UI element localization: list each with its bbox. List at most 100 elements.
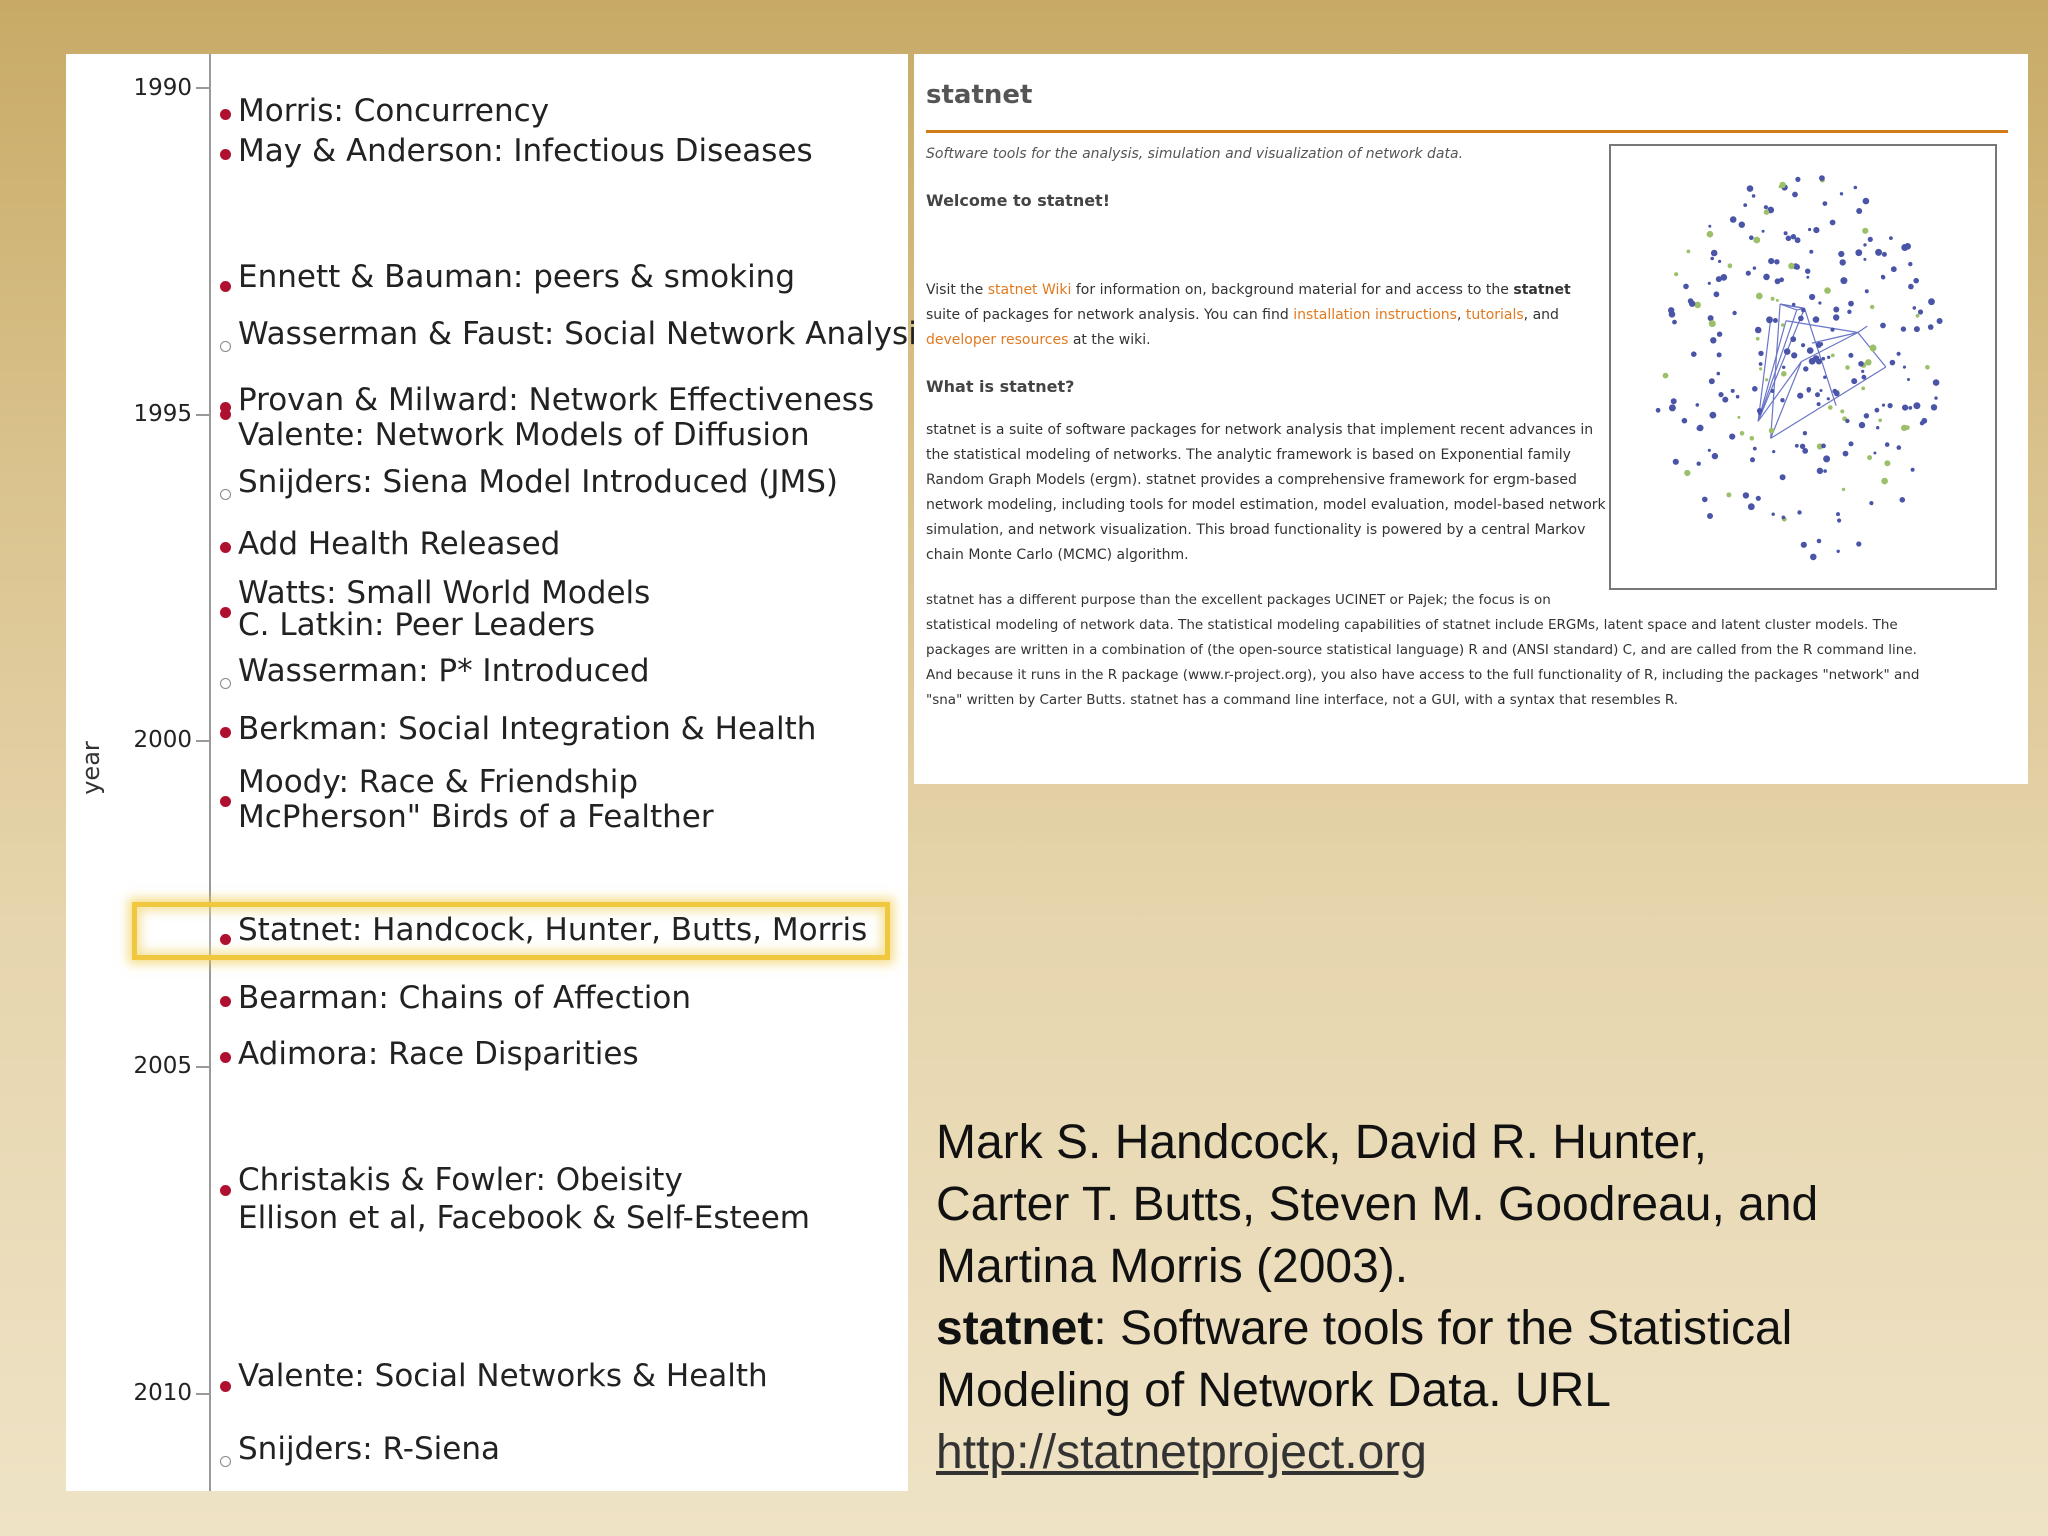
network-edge	[1780, 303, 1805, 309]
timeline-event: Snijders: Siena Model Introduced (JMS)	[220, 465, 838, 500]
network-node	[1884, 460, 1891, 467]
network-node	[1795, 176, 1801, 182]
network-node	[1880, 322, 1886, 329]
network-node	[1735, 394, 1740, 399]
network-node	[1827, 355, 1831, 359]
network-node	[1668, 311, 1676, 318]
paragraph-line: packages are written in a combination of…	[926, 642, 1917, 658]
network-node	[1840, 277, 1848, 285]
timeline-event: Morris: Concurrency	[220, 94, 549, 129]
event-label: Snijders: R-Siena	[238, 1431, 500, 1467]
network-node	[1808, 227, 1812, 232]
event-label: Valente: Network Models of Diffusion	[238, 417, 810, 453]
network-node	[1815, 392, 1820, 398]
network-node	[1672, 319, 1677, 325]
event-label: Moody: Race & Friendship	[238, 764, 639, 800]
event-marker	[220, 727, 231, 738]
paragraph-line: chain Monte Carlo (MCMC) algorithm.	[926, 547, 1189, 563]
network-node	[1763, 209, 1770, 215]
network-node	[1833, 314, 1840, 321]
text-run: suite of packages for network analysis. …	[926, 307, 1294, 323]
tutorials-link[interactable]: tutorials	[1465, 307, 1524, 323]
citation-text: : Software tools for the Statistical	[1093, 1302, 1793, 1355]
citation-block: Mark S. Handcock, David R. Hunter, Carte…	[936, 1112, 1996, 1484]
event-label: Adimora: Race Disparities	[238, 1036, 639, 1072]
network-node	[1934, 396, 1938, 400]
network-node	[1839, 192, 1844, 196]
network-node	[1881, 403, 1886, 407]
network-node	[1781, 371, 1787, 377]
event-marker	[220, 402, 231, 420]
network-node	[1887, 403, 1893, 409]
network-node	[1775, 298, 1779, 302]
event-label: May & Anderson: Infectious Diseases	[238, 133, 813, 169]
installation-link[interactable]: installation instructions	[1293, 307, 1457, 323]
network-node	[1865, 359, 1872, 366]
paragraph-line: statnet is a suite of software packages …	[926, 422, 1594, 438]
paragraph-line: statnet has a different purpose than the…	[926, 592, 1551, 608]
network-node	[1771, 512, 1775, 516]
statnet-url-link[interactable]: http://statnetproject.org	[936, 1426, 1427, 1479]
text-run: statnet	[1513, 282, 1571, 298]
network-node	[1758, 412, 1761, 416]
paragraph-line: And because it runs in the R package (ww…	[926, 667, 1920, 683]
network-node	[1681, 417, 1688, 424]
network-node	[1761, 229, 1765, 233]
network-node	[1756, 408, 1763, 414]
network-node	[1853, 185, 1858, 190]
network-node	[1841, 487, 1846, 492]
network-node	[1828, 405, 1833, 410]
network-node	[1913, 277, 1919, 284]
event-label: Bearman: Chains of Affection	[238, 980, 692, 1016]
network-node	[1819, 342, 1824, 347]
statnet-highlight-box	[132, 902, 890, 960]
statnet-webpage-screenshot: statnet Software tools for the analysis,…	[914, 54, 2028, 784]
year-label: 2005	[133, 1053, 192, 1079]
network-node	[1856, 541, 1862, 547]
network-node	[1917, 309, 1924, 315]
network-node	[1863, 413, 1870, 419]
what-heading: What is statnet?	[926, 377, 1075, 396]
timeline-event: May & Anderson: Infectious Diseases	[220, 133, 813, 169]
network-node	[1791, 352, 1798, 359]
event-label: Wasserman: P* Introduced	[238, 653, 650, 689]
network-node	[1858, 421, 1866, 429]
event-label: Wasserman & Faust: Social Network Analys…	[238, 316, 933, 352]
webpage-tagline: Software tools for the analysis, simulat…	[926, 146, 1464, 162]
developer-resources-link[interactable]: developer resources	[926, 332, 1069, 348]
network-node	[1837, 518, 1842, 523]
network-node	[1806, 347, 1814, 354]
network-node	[1694, 301, 1701, 309]
network-node	[1867, 236, 1873, 242]
network-node	[1819, 389, 1823, 392]
year-label: 1990	[133, 75, 192, 101]
network-node	[1730, 388, 1735, 393]
network-node	[1878, 418, 1882, 423]
network-node	[1890, 266, 1897, 273]
network-node	[1856, 208, 1863, 214]
event-label: Statnet: Handcock, Hunter, Butts, Morris	[238, 912, 868, 948]
network-edge	[1770, 366, 1887, 439]
network-node	[1806, 275, 1810, 279]
network-node	[1823, 469, 1827, 473]
timeline-event: Add Health Released	[220, 527, 560, 562]
what-paragraph: statnet is a suite of software packages …	[926, 418, 1606, 568]
network-node	[1707, 315, 1714, 322]
network-node	[1797, 510, 1802, 515]
network-node	[1864, 289, 1869, 294]
network-node	[1816, 538, 1822, 544]
statnet-wiki-link[interactable]: statnet Wiki	[987, 282, 1072, 298]
year-label: 2010	[133, 1380, 192, 1406]
network-node	[1848, 441, 1854, 447]
timeline-event: Statnet: Handcock, Hunter, Butts, Morris	[220, 912, 868, 948]
text-run: Visit the	[926, 282, 988, 298]
network-node	[1674, 272, 1679, 277]
network-node	[1662, 372, 1669, 379]
network-node	[1779, 277, 1784, 283]
timeline-event: Wasserman: P* Introduced	[220, 653, 650, 689]
network-node	[1709, 411, 1717, 419]
event-label: Christakis & Fowler: Obeisity	[238, 1162, 683, 1198]
network-node	[1708, 378, 1715, 385]
network-edge	[1757, 320, 1787, 422]
network-node	[1790, 336, 1797, 343]
